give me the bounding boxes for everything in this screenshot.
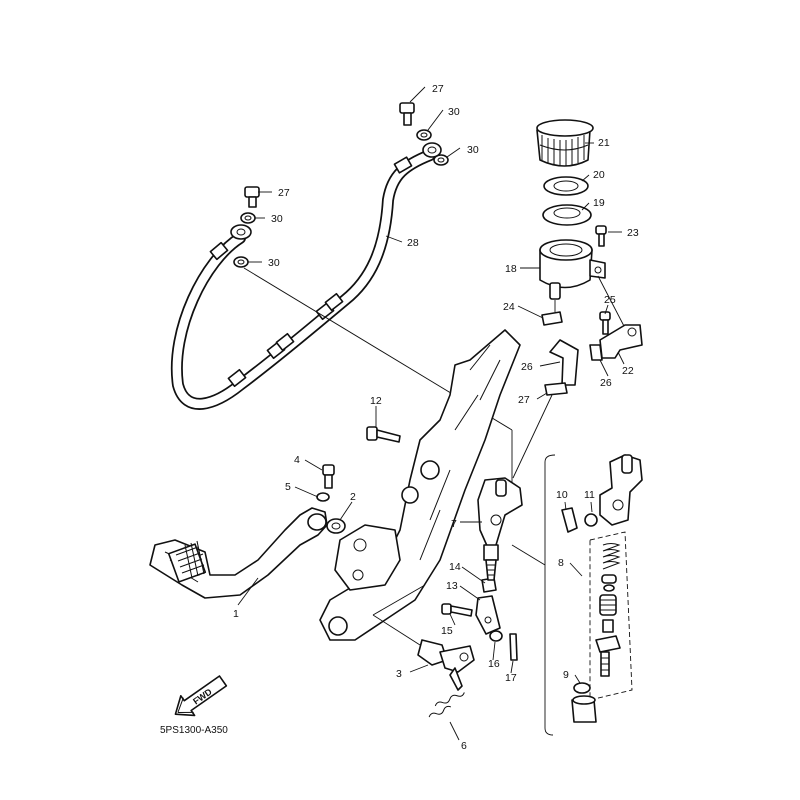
- leader-lines: [237, 86, 625, 741]
- callout-7: 7: [451, 518, 457, 530]
- reservoir-bracket: [589, 275, 643, 361]
- callout-19: 19: [593, 197, 605, 209]
- brake-hose: [170, 142, 442, 410]
- callout-30-a: 30: [448, 106, 460, 118]
- callout-10: 10: [556, 489, 568, 501]
- reservoir: [536, 119, 607, 300]
- callout-9: 9: [563, 669, 569, 681]
- callout-20: 20: [593, 169, 605, 181]
- callout-29-top: 27: [432, 83, 444, 95]
- callout-28: 28: [407, 237, 419, 249]
- callout-15: 15: [441, 625, 453, 637]
- callout-6: 6: [461, 740, 467, 752]
- callout-27-top: 24: [503, 301, 515, 313]
- mc-kit-bracket: [511, 454, 556, 736]
- callout-11: 11: [584, 489, 595, 501]
- union-bolt-top: [399, 102, 449, 166]
- union-bolt-left: [233, 186, 260, 268]
- callout-5: 5: [285, 481, 291, 493]
- callout-12: 12: [370, 395, 382, 407]
- frame-bracket: [319, 329, 521, 641]
- callout-22: 22: [622, 365, 634, 377]
- callout-17: 17: [505, 672, 517, 684]
- callout-8: 8: [558, 557, 564, 569]
- bolt-12: [366, 426, 401, 443]
- callout-25: 26: [600, 377, 612, 389]
- callout-2: 2: [350, 491, 356, 503]
- callout-1: 1: [233, 608, 239, 620]
- pushrod-clevis: [441, 577, 518, 661]
- callout-18: 18: [505, 263, 517, 275]
- fwd-arrow-icon: FWD: [174, 675, 228, 717]
- callout-29-left: 27: [278, 187, 290, 199]
- callout-23: 23: [627, 227, 639, 239]
- mc-kit-parts: [561, 454, 643, 723]
- callout-26: 26: [521, 361, 533, 373]
- diagram-code: 5PS1300-A350: [160, 725, 228, 736]
- master-cylinder: [477, 477, 523, 581]
- callout-14: 14: [449, 561, 461, 573]
- pedal-shaft-arm: [417, 639, 475, 718]
- callout-24: 25: [604, 294, 616, 306]
- callout-21: 21: [598, 137, 610, 149]
- reservoir-hose: [512, 300, 579, 479]
- callout-30-d: 30: [268, 257, 280, 269]
- callout-3: 3: [396, 668, 402, 680]
- callout-labels: 27 30 30 27 30 30 28 21 20 19 23 18 24 2…: [233, 83, 639, 752]
- brake-pedal: [149, 507, 328, 599]
- callout-13: 13: [446, 580, 458, 592]
- callout-27-bottom: 27: [518, 394, 530, 406]
- callout-4: 4: [294, 454, 300, 466]
- callout-30-c: 30: [271, 213, 283, 225]
- pedal-fasteners: [316, 464, 346, 534]
- callout-30-b: 30: [467, 144, 479, 156]
- callout-16: 16: [488, 658, 500, 670]
